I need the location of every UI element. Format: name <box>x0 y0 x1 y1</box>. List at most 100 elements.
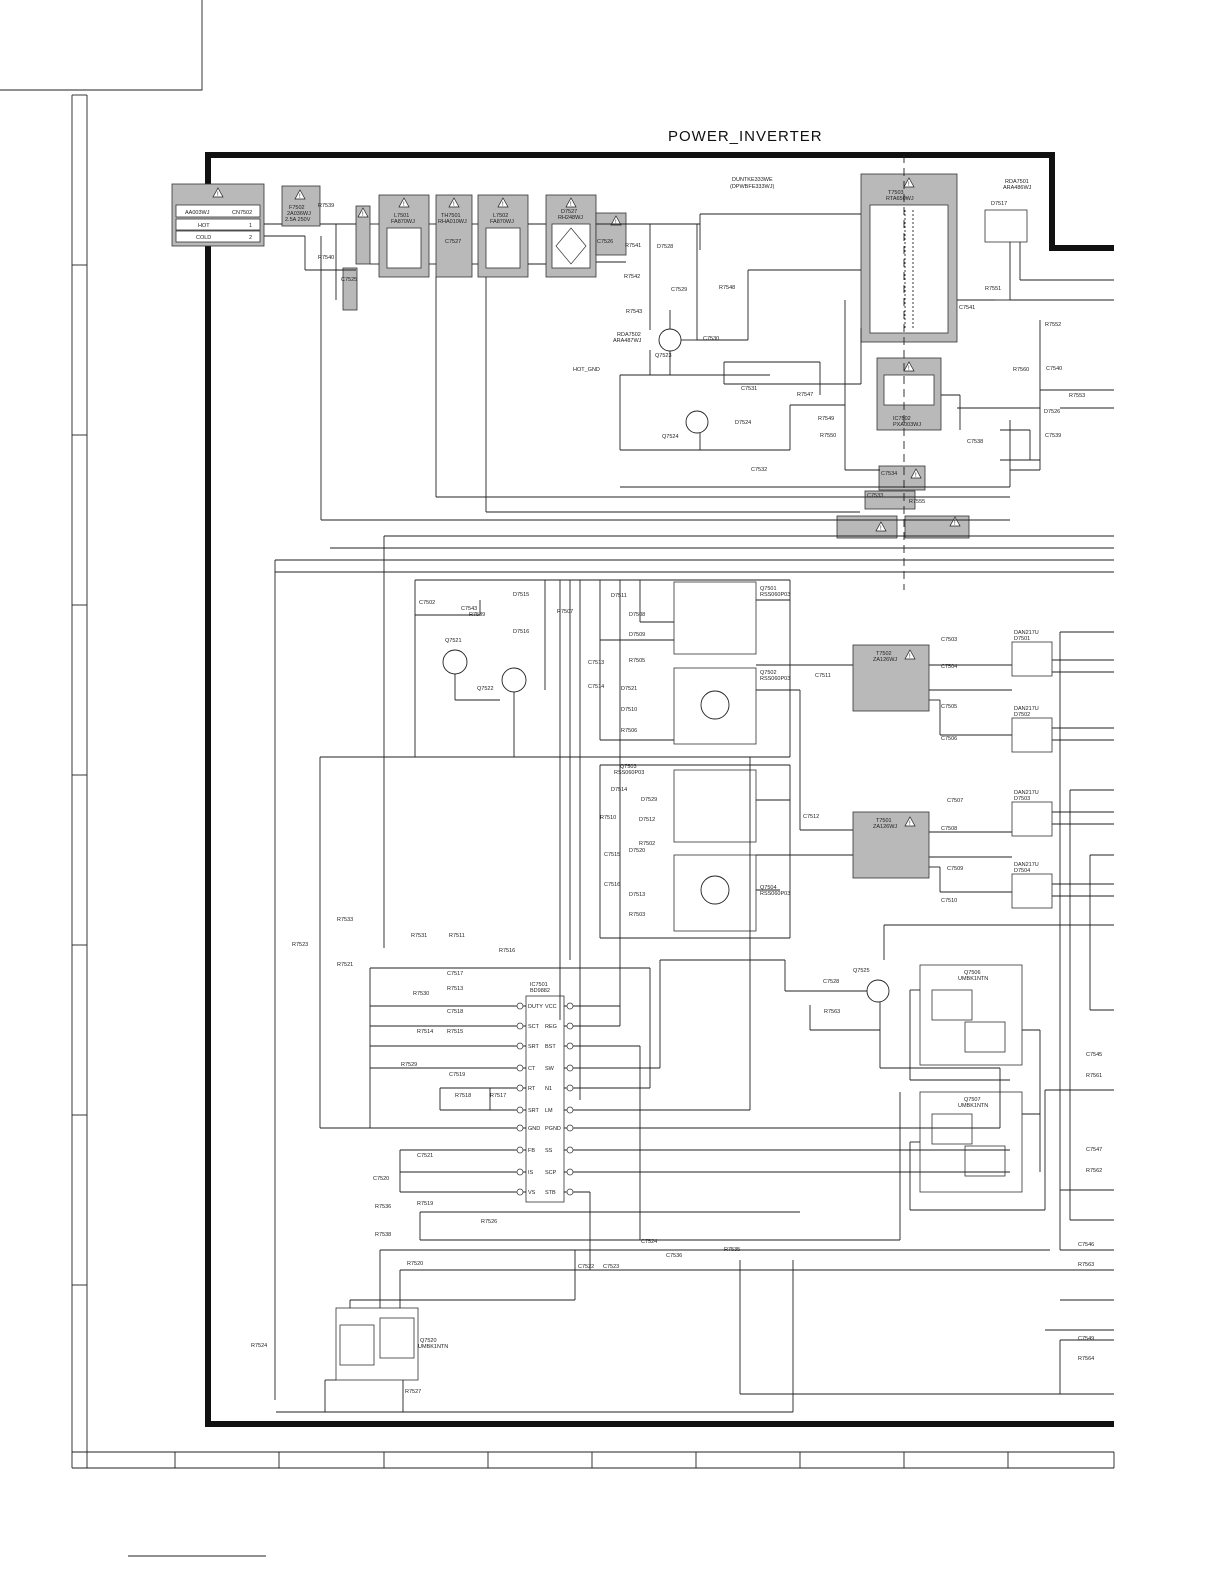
svg-text:Q7520: Q7520 <box>420 1338 437 1344</box>
grid-row-ticks <box>72 264 87 1286</box>
ic-pin-label-right: PGND <box>545 1126 561 1132</box>
part-label-r7515: R7515 <box>447 1029 463 1035</box>
part-label-c7514: C7514 <box>588 684 604 690</box>
part-label-d7520: D7520 <box>629 848 645 854</box>
svg-text:ARA487WJ: ARA487WJ <box>613 338 642 344</box>
part-label-r7547: R7547 <box>797 392 813 398</box>
ic-pin-left <box>516 1168 524 1176</box>
transformer-t7501: T7501 ZA126WJ <box>852 811 930 879</box>
transformer-t7502: T7502 ZA126WJ <box>852 644 930 712</box>
part-label-c7512: C7512 <box>803 814 819 820</box>
svg-text:ZA126WJ: ZA126WJ <box>873 824 897 830</box>
ic-pin-right <box>566 1064 574 1072</box>
svg-text:D7501: D7501 <box>1014 636 1030 642</box>
mosfet-q7520: Q7520 UMBK1NTN <box>335 1307 448 1381</box>
ic-pin-right <box>566 1022 574 1030</box>
va7502-block <box>904 515 970 539</box>
part-label-c7516: C7516 <box>604 882 620 888</box>
svg-text:ARA486WJ: ARA486WJ <box>1003 185 1032 191</box>
transistor-q7524 <box>685 410 709 434</box>
connector-cn7502: AA003WJ CN7502 HOT 1 COLD 2 <box>171 183 265 247</box>
part-label-c7533: C7533 <box>867 493 883 499</box>
part-label-d7517: D7517 <box>991 201 1007 207</box>
part-label-r7541: R7541 <box>625 243 641 249</box>
part-label-c7531: C7531 <box>741 386 757 392</box>
svg-text:BD9882: BD9882 <box>530 988 550 994</box>
part-label-c7524: C7524 <box>641 1239 657 1245</box>
ic-pin-right <box>566 1002 574 1010</box>
part-label-d7528: D7528 <box>657 244 673 250</box>
part-label-r7540: R7540 <box>318 255 334 261</box>
svg-text:PXA003WJ: PXA003WJ <box>893 422 921 428</box>
part-label-r7517: R7517 <box>490 1093 506 1099</box>
transformer-t7503: T7503 RTA650WJ <box>860 173 958 343</box>
part-label-r7553: R7553 <box>1069 393 1085 399</box>
svg-text:RSS060P03: RSS060P03 <box>760 891 790 897</box>
ic-pin-label-left: SRT <box>528 1108 540 1114</box>
svg-text:D7504: D7504 <box>1014 868 1030 874</box>
mosfet-q7504: Q7504 RSS060P03 <box>673 854 790 932</box>
svg-text:2A036WJ: 2A036WJ <box>287 211 311 217</box>
part-label-r7516: R7516 <box>499 948 515 954</box>
svg-text:2: 2 <box>249 235 252 241</box>
svg-text:F7502: F7502 <box>289 205 305 211</box>
part-label-r7503: R7503 <box>629 912 645 918</box>
part-label-q7524: Q7524 <box>662 434 679 440</box>
part-label-d7512: D7512 <box>639 817 655 823</box>
part-label-d7510: D7510 <box>621 707 637 713</box>
transistor-q7522 <box>501 667 527 693</box>
part-label-c7528: C7528 <box>823 979 839 985</box>
svg-text:RSS060P03: RSS060P03 <box>614 770 644 776</box>
ic-pin-label-right: SCP <box>545 1170 557 1176</box>
diode-d7501 <box>1011 641 1053 677</box>
mosfet-rda7502: RDA7502 ARA487WJ <box>613 328 682 352</box>
part-label-r7523: R7523 <box>292 942 308 948</box>
svg-text:D7503: D7503 <box>1014 796 1030 802</box>
transistor-q7521 <box>442 649 468 675</box>
ic-pin-left <box>516 1146 524 1154</box>
part-label-c7529: C7529 <box>671 287 687 293</box>
part-label-r7506: R7506 <box>621 728 637 734</box>
top-note-2: (DPWBFE333WJ) <box>730 184 774 190</box>
ic-pin-label-left: VS <box>528 1190 536 1196</box>
ic-pin-label-left: SCT <box>528 1024 540 1030</box>
part-label-d7529: D7529 <box>641 797 657 803</box>
part-label-c7505: C7505 <box>941 704 957 710</box>
part-label-r7542: R7542 <box>624 274 640 280</box>
ic-pin-label-right: REG <box>545 1024 557 1030</box>
svg-text:TH7501: TH7501 <box>441 213 461 219</box>
part-label-c7545: C7545 <box>1086 1052 1102 1058</box>
ic-pin-right <box>566 1106 574 1114</box>
part-label-c7527: C7527 <box>445 239 461 245</box>
ic-pin-right <box>566 1188 574 1196</box>
svg-text:T7501: T7501 <box>876 818 892 824</box>
part-label-r7505: R7505 <box>629 658 645 664</box>
svg-text:COLD: COLD <box>196 235 211 241</box>
svg-text:RHA010WJ: RHA010WJ <box>438 219 467 225</box>
part-label-c7534: C7534 <box>881 471 897 477</box>
part-label-c7520: C7520 <box>373 1176 389 1182</box>
ic-pin-right <box>566 1042 574 1050</box>
svg-text:RSS060P03: RSS060P03 <box>760 676 790 682</box>
part-label-r7550: R7550 <box>820 433 836 439</box>
svg-text:UMBK1NTN: UMBK1NTN <box>958 976 988 982</box>
svg-text:UMBK1NTN: UMBK1NTN <box>958 1103 988 1109</box>
diode-d7504 <box>1011 873 1053 909</box>
svg-text:1: 1 <box>249 223 252 229</box>
ic-pin-left <box>516 1042 524 1050</box>
part-label-r7520: R7520 <box>407 1261 423 1267</box>
top-note-1: DUNTKE333WE <box>732 177 773 183</box>
part-label-c7549: C7549 <box>1078 1336 1094 1342</box>
part-label-d7514: D7514 <box>611 787 627 793</box>
svg-text:D7527: D7527 <box>561 209 577 215</box>
part-label-r7510: R7510 <box>600 815 616 821</box>
part-label-r7563: R7563 <box>824 1009 840 1015</box>
ic-pin-right <box>566 1168 574 1176</box>
part-label-r7535: R7535 <box>724 1247 740 1253</box>
part-label-c7523: C7523 <box>603 1264 619 1270</box>
ic-pin-right <box>566 1084 574 1092</box>
svg-text:HOT: HOT <box>198 223 210 229</box>
part-label-d7511: D7511 <box>611 593 627 599</box>
wiring <box>264 155 1114 1413</box>
